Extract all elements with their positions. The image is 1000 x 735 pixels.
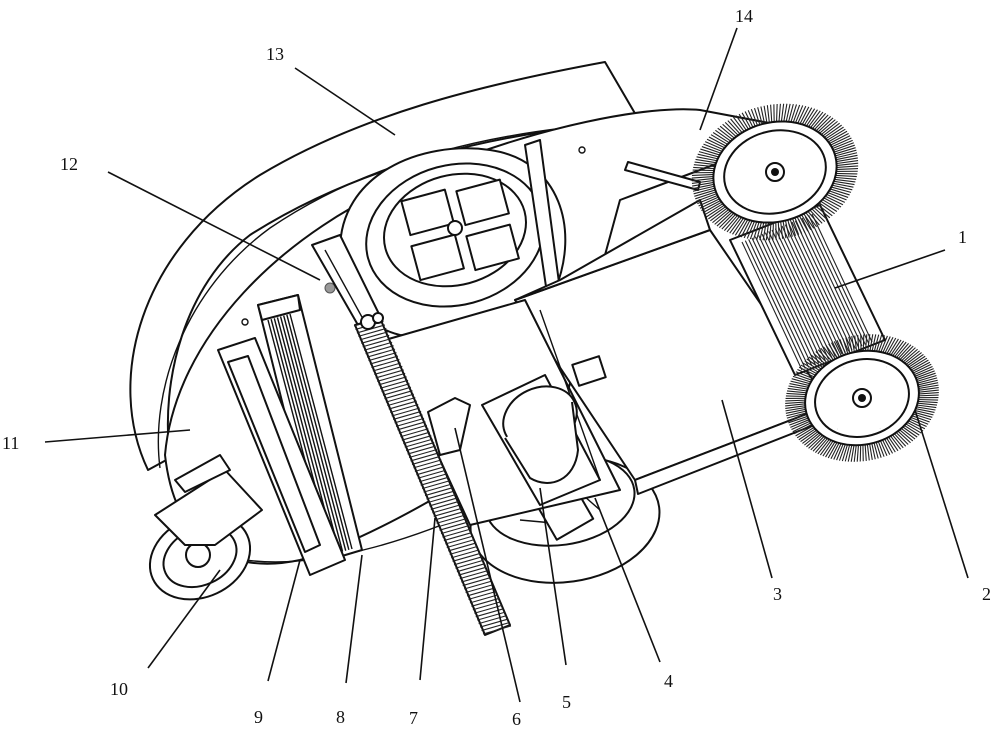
leader-13 (295, 68, 395, 135)
label-1: 1 (958, 227, 967, 247)
label-6: 6 (512, 709, 521, 729)
label-5: 5 (562, 692, 571, 712)
leader-9 (268, 560, 300, 681)
leader-7 (420, 518, 435, 680)
label-10: 10 (110, 679, 128, 699)
label-2: 2 (982, 584, 991, 604)
label-8: 8 (336, 707, 345, 727)
label-9: 9 (254, 707, 263, 727)
label-3: 3 (773, 584, 782, 604)
leader-2 (915, 410, 968, 578)
label-7: 7 (409, 708, 418, 728)
label-12: 12 (60, 154, 78, 174)
label-14: 14 (735, 6, 753, 26)
leader-8 (346, 555, 362, 683)
label-13: 13 (266, 44, 284, 64)
label-4: 4 (664, 671, 673, 691)
label-11: 11 (2, 433, 19, 453)
